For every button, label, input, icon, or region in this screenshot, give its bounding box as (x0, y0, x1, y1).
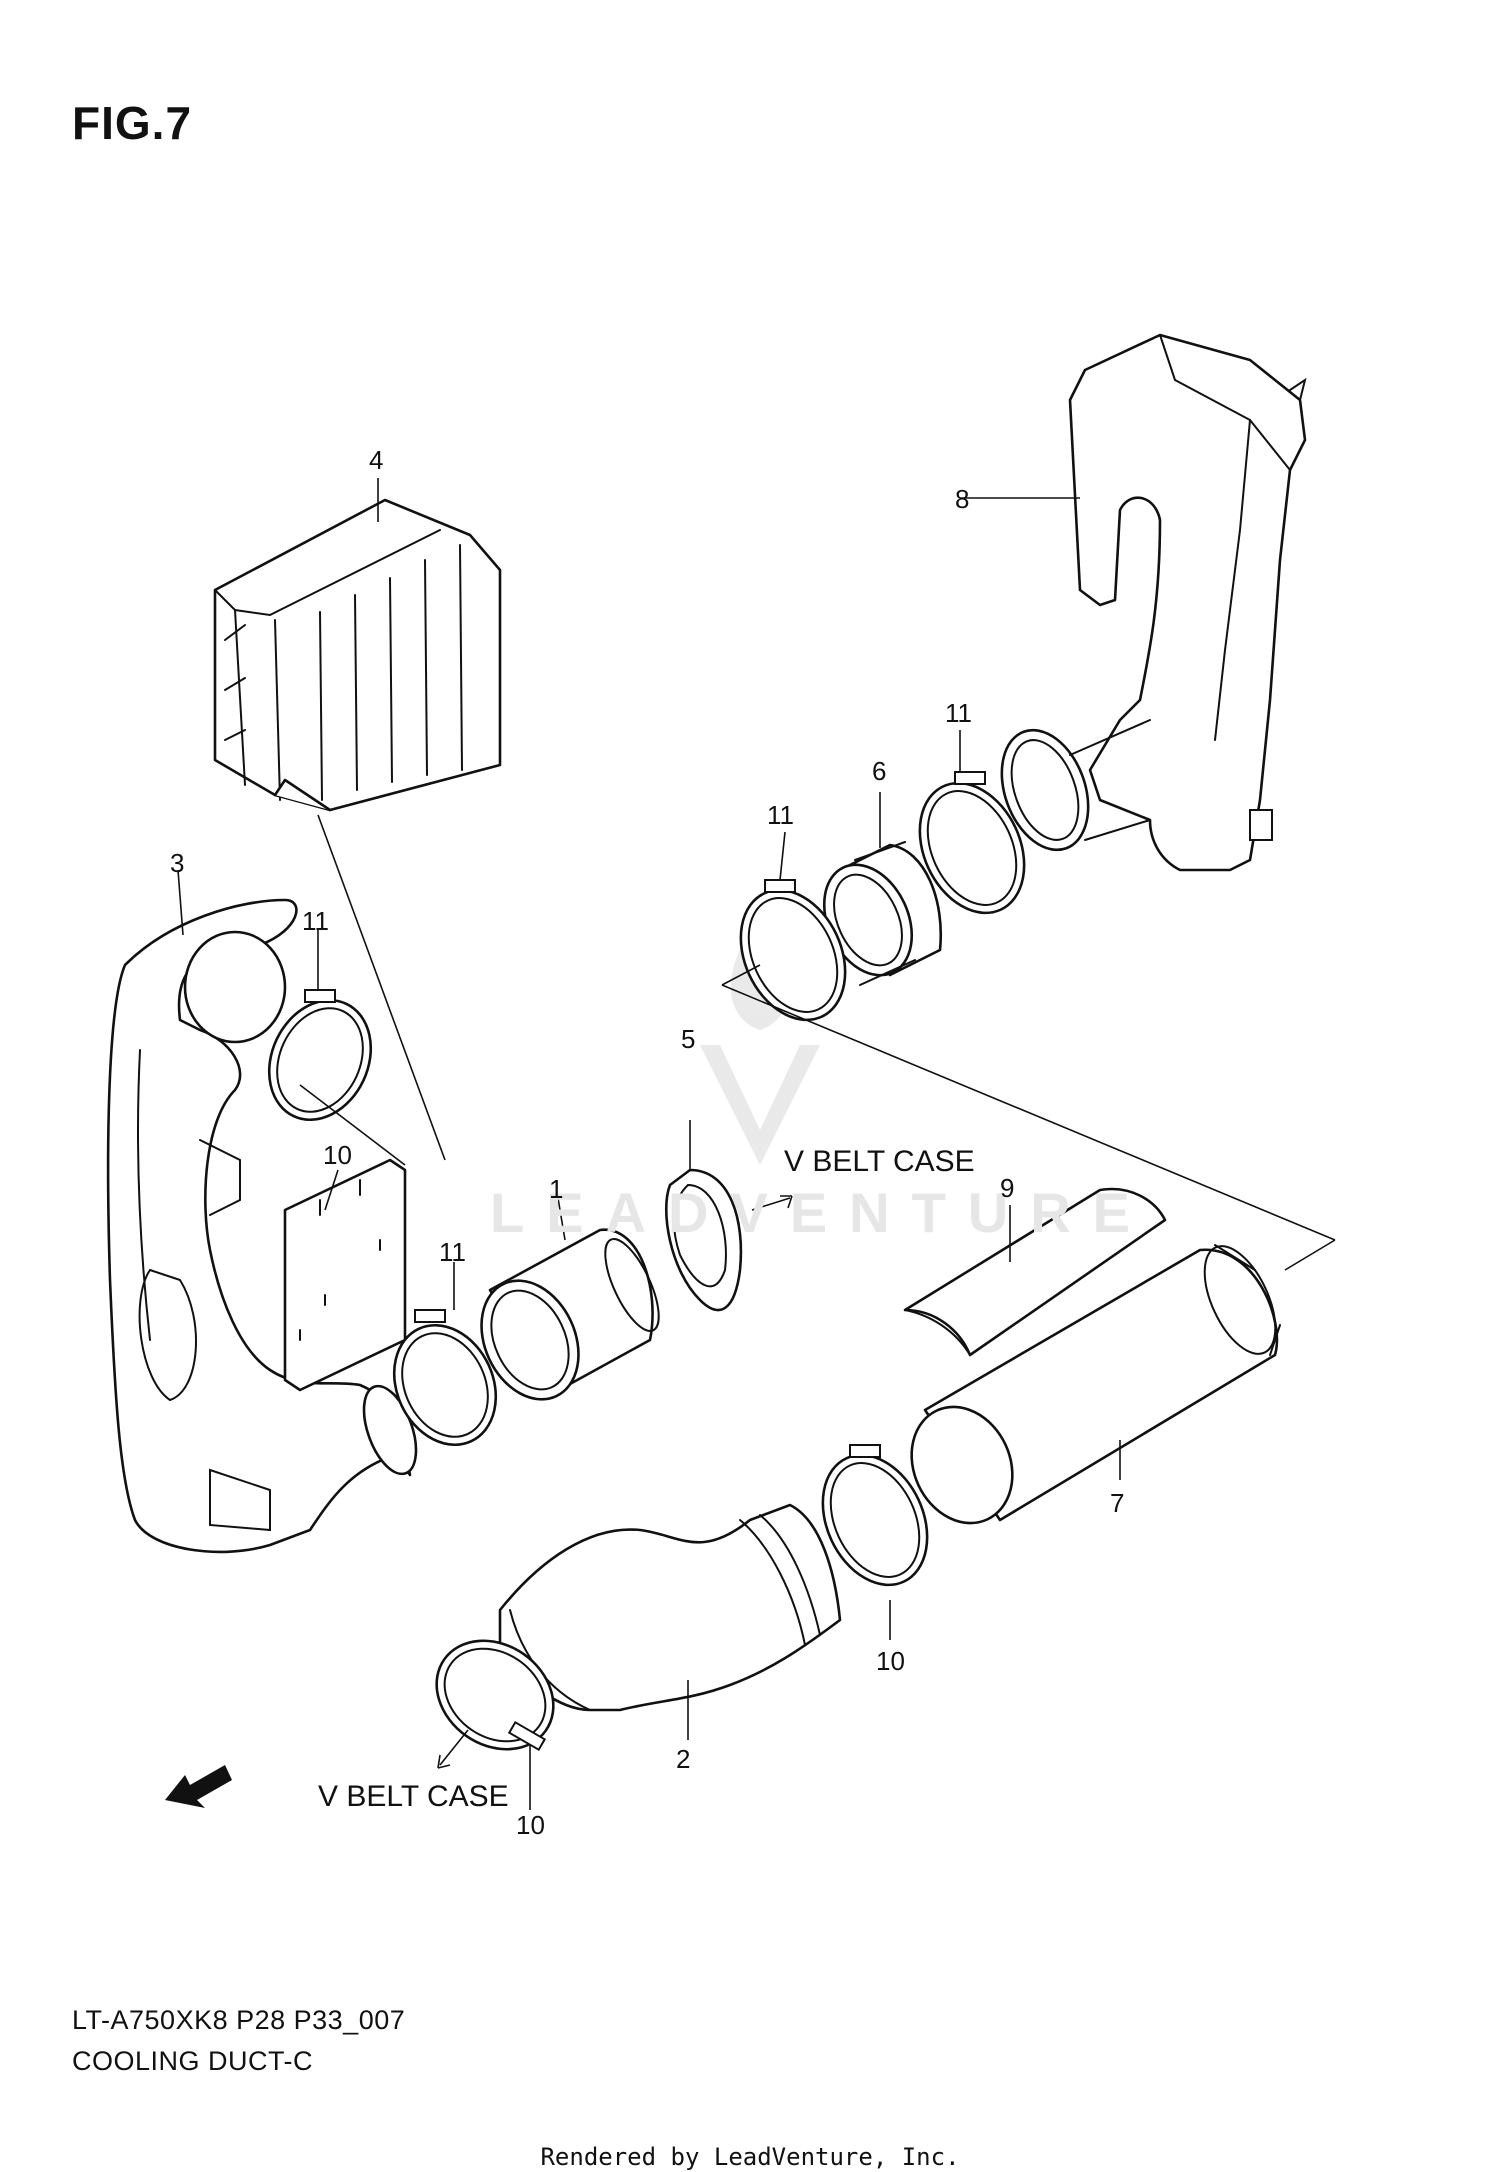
part-6-boot (822, 841, 943, 986)
part-10-clamp-lower-left (435, 1639, 555, 1752)
leader-lines (177, 478, 1336, 1810)
part-5-gasket (664, 1168, 743, 1312)
part-9-shield (903, 1187, 1167, 1357)
callout-2: 2 (676, 1744, 691, 1774)
callout-11-d: 11 (767, 800, 794, 830)
render-credit: Rendered by LeadVenture, Inc. (540, 2143, 960, 2171)
destination-label-lower: V BELT CASE (318, 1780, 509, 1813)
callout-11-c: 11 (945, 698, 972, 728)
part-10-screen (283, 1158, 407, 1392)
part-7-tube (910, 1244, 1281, 1525)
part-8-intake (1000, 333, 1307, 872)
part-11-clamp-upper-left (267, 989, 373, 1122)
callout-10-c: 10 (516, 1810, 545, 1840)
callout-7: 7 (1110, 1488, 1125, 1518)
callout-10-b: 10 (876, 1646, 905, 1676)
callout-9: 9 (1000, 1173, 1015, 1203)
part-11-clamp-middle-right (739, 879, 847, 1022)
part-10-clamp-right (821, 1444, 929, 1587)
diagram-name: COOLING DUCT-C (72, 2046, 314, 2076)
callout-11-b: 11 (439, 1237, 466, 1267)
part-1-connector (480, 1228, 660, 1401)
callout-8: 8 (955, 484, 970, 514)
part-4-cover (213, 498, 502, 812)
part-11-clamp-upper-right (918, 771, 1026, 915)
watermark-text: LEADVENTURE (490, 1181, 1153, 1244)
callout-3: 3 (170, 848, 185, 878)
fwd-arrow-icon (165, 1765, 232, 1808)
part-11-clamp-lower-left (392, 1309, 498, 1447)
callout-1: 1 (549, 1174, 564, 1204)
callout-11-a: 11 (302, 906, 329, 936)
callout-4: 4 (369, 445, 384, 475)
part-2-hose (498, 1503, 842, 1712)
callout-5: 5 (681, 1024, 696, 1054)
callout-6: 6 (872, 756, 887, 786)
model-code: LT-A750XK8 P28 P33_007 (72, 2005, 406, 2035)
callout-10-a: 10 (323, 1140, 352, 1170)
figure-title: FIG.7 (72, 97, 193, 149)
part-3-duct (106, 898, 418, 1554)
destination-label-upper: V BELT CASE (784, 1145, 975, 1178)
